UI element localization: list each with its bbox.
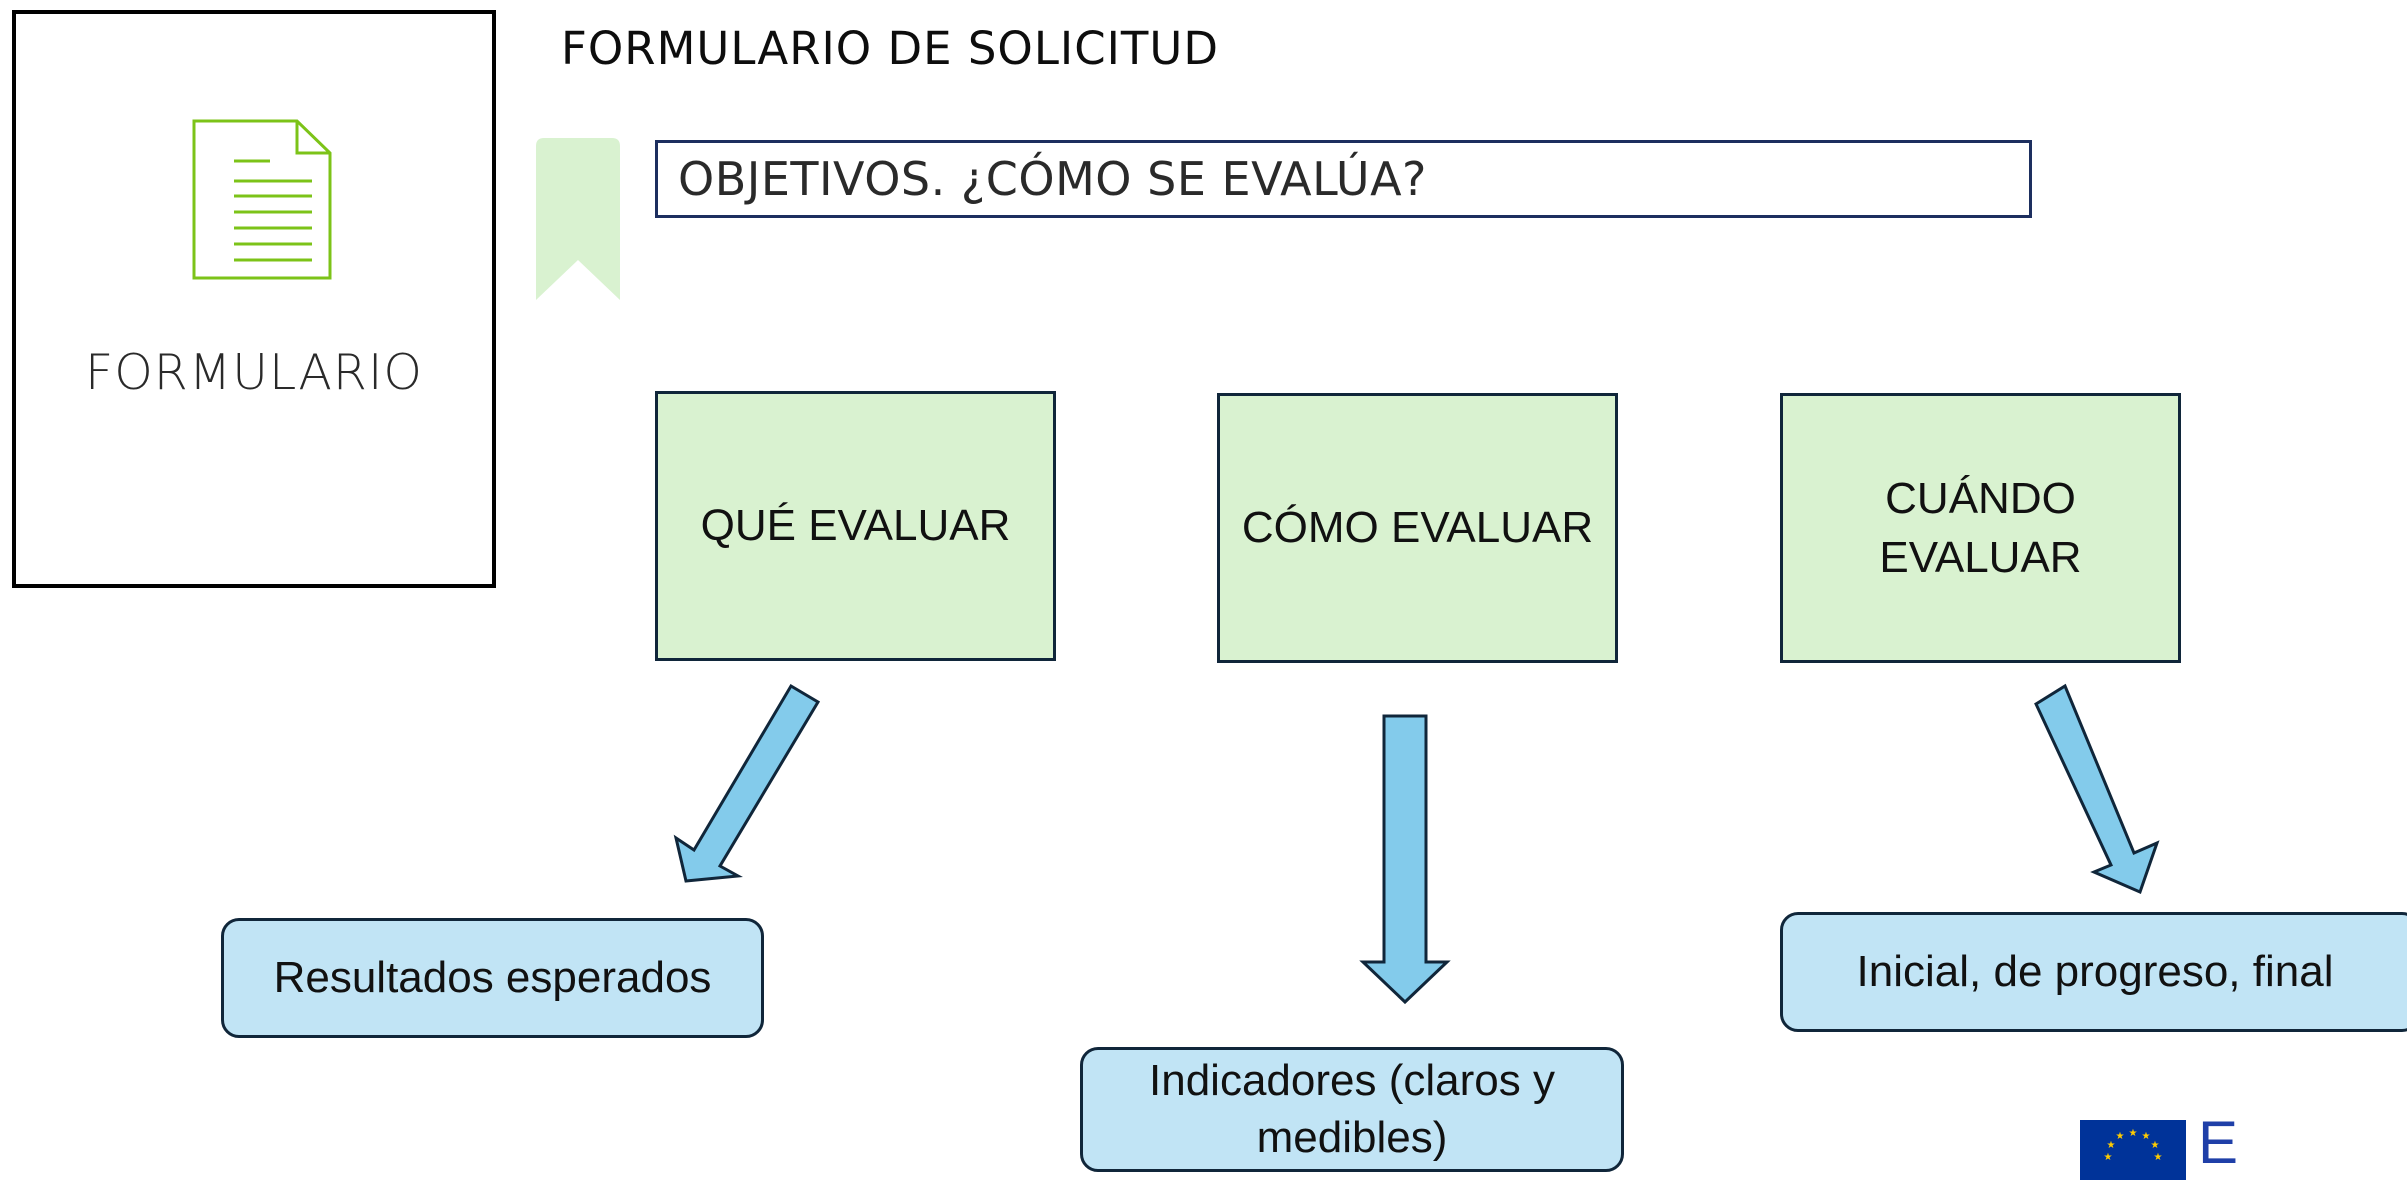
cuando-evaluar-box: CUÁNDO EVALUAR xyxy=(1780,393,2181,663)
objectives-title: OBJETIVOS. ¿CÓMO SE EVALÚA? xyxy=(655,140,2032,218)
momentos-box: Inicial, de progreso, final xyxy=(1780,912,2407,1032)
resultados-box: Resultados esperados xyxy=(221,918,764,1038)
svg-text:★: ★ xyxy=(2129,1128,2138,1139)
svg-text:★: ★ xyxy=(2154,1152,2163,1163)
svg-text:★: ★ xyxy=(2116,1131,2125,1142)
indicadores-box: Indicadores (claros y medibles) xyxy=(1080,1047,1624,1172)
cuando-evaluar-label: CUÁNDO EVALUAR xyxy=(1879,473,2082,582)
arrow-como-icon xyxy=(1359,714,1451,1005)
como-evaluar-box: CÓMO EVALUAR xyxy=(1217,393,1618,663)
arrow-cuando-icon xyxy=(2034,683,2160,895)
arrow-que-icon xyxy=(673,683,821,883)
page-title: FORMULARIO DE SOLICITUD xyxy=(561,22,1219,75)
indicadores-label: Indicadores (claros y medibles) xyxy=(1149,1056,1555,1162)
resultados-label: Resultados esperados xyxy=(273,952,712,1002)
que-evaluar-label: QUÉ EVALUAR xyxy=(700,501,1011,551)
card-label: FORMULARIO xyxy=(85,344,423,401)
momentos-label: Inicial, de progreso, final xyxy=(1856,946,2334,996)
formulario-card: FORMULARIO xyxy=(12,10,496,588)
document-icon xyxy=(192,119,332,280)
svg-text:★: ★ xyxy=(2107,1140,2116,1151)
svg-text:★: ★ xyxy=(2151,1140,2160,1151)
bookmark-icon xyxy=(536,138,620,300)
eu-text-fragment: E xyxy=(2198,1109,2239,1176)
que-evaluar-box: QUÉ EVALUAR xyxy=(655,391,1056,661)
svg-text:★: ★ xyxy=(2104,1152,2113,1163)
svg-text:★: ★ xyxy=(2142,1131,2151,1142)
objectives-title-text: OBJETIVOS. ¿CÓMO SE EVALÚA? xyxy=(678,152,1427,206)
como-evaluar-label: CÓMO EVALUAR xyxy=(1241,503,1594,553)
eu-flag-icon: ★ ★ ★ ★ ★ ★ ★ xyxy=(2080,1120,2186,1180)
